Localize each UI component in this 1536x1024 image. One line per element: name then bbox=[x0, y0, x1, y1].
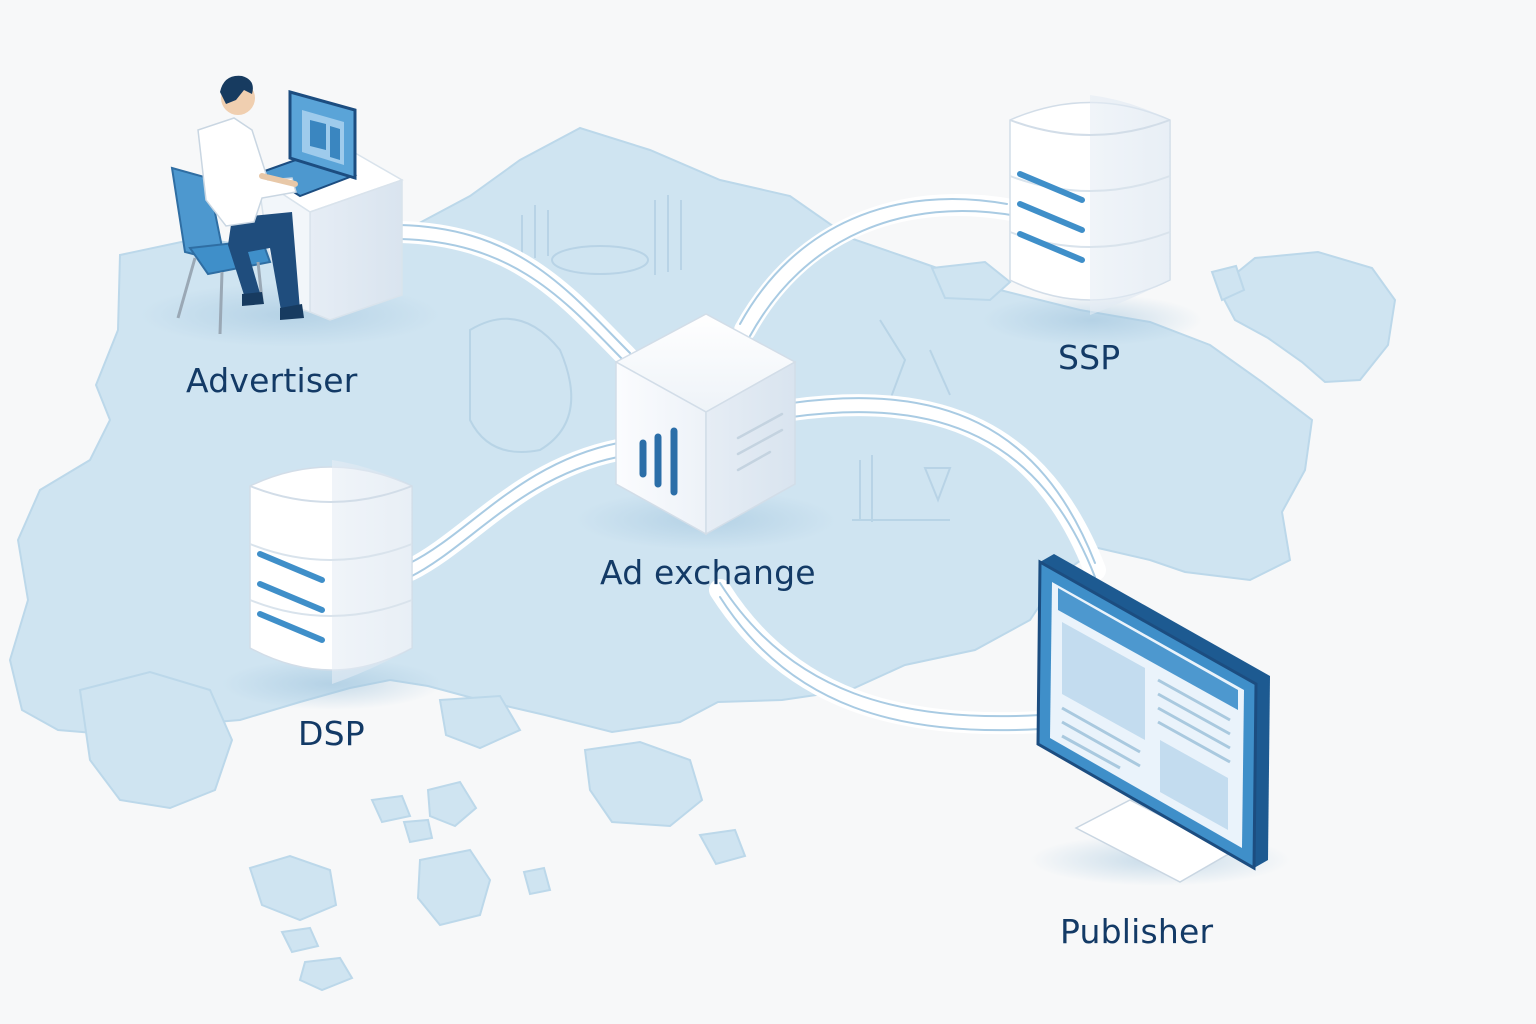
person-at-desk-with-laptop-icon bbox=[140, 75, 440, 347]
cube-icon bbox=[576, 313, 836, 550]
server-stack-icon bbox=[222, 460, 442, 710]
ssp-label: SSP bbox=[1058, 338, 1121, 377]
link-exchange-publisher-upper bbox=[781, 394, 1106, 581]
island-ssp-shore bbox=[930, 260, 1012, 302]
map-landmarks bbox=[469, 195, 952, 522]
island-s-4 bbox=[402, 818, 434, 844]
dsp-label: DSP bbox=[298, 714, 365, 753]
ad-exchange-label: Ad exchange bbox=[600, 553, 816, 592]
desktop-monitor-icon bbox=[1030, 554, 1290, 886]
island-sw-4 bbox=[280, 926, 320, 954]
island-east-small bbox=[1210, 264, 1246, 302]
advertiser-label: Advertiser bbox=[186, 361, 358, 400]
link-exchange-publisher-lower bbox=[709, 579, 1051, 735]
link-advertiser-exchange bbox=[389, 221, 641, 371]
island-s-5 bbox=[522, 866, 552, 896]
link-exchange-ssp bbox=[734, 194, 1023, 341]
island-mid-3 bbox=[438, 694, 522, 750]
island-east bbox=[1216, 250, 1397, 384]
island-sw-3 bbox=[298, 956, 354, 992]
person-torso bbox=[197, 117, 297, 227]
island-s-1 bbox=[416, 848, 492, 927]
publisher-label: Publisher bbox=[1060, 912, 1214, 951]
server-stack-icon bbox=[982, 95, 1202, 346]
person-legs bbox=[228, 212, 300, 316]
connection-tracks bbox=[389, 194, 1106, 735]
island-sw-2 bbox=[248, 854, 338, 922]
island-s-3 bbox=[370, 794, 412, 824]
island-sw-1 bbox=[78, 670, 234, 810]
island-s-2 bbox=[426, 780, 478, 828]
island-mid-2 bbox=[698, 828, 747, 866]
link-exchange-dsp bbox=[399, 439, 629, 581]
island-mid-1 bbox=[583, 740, 704, 828]
